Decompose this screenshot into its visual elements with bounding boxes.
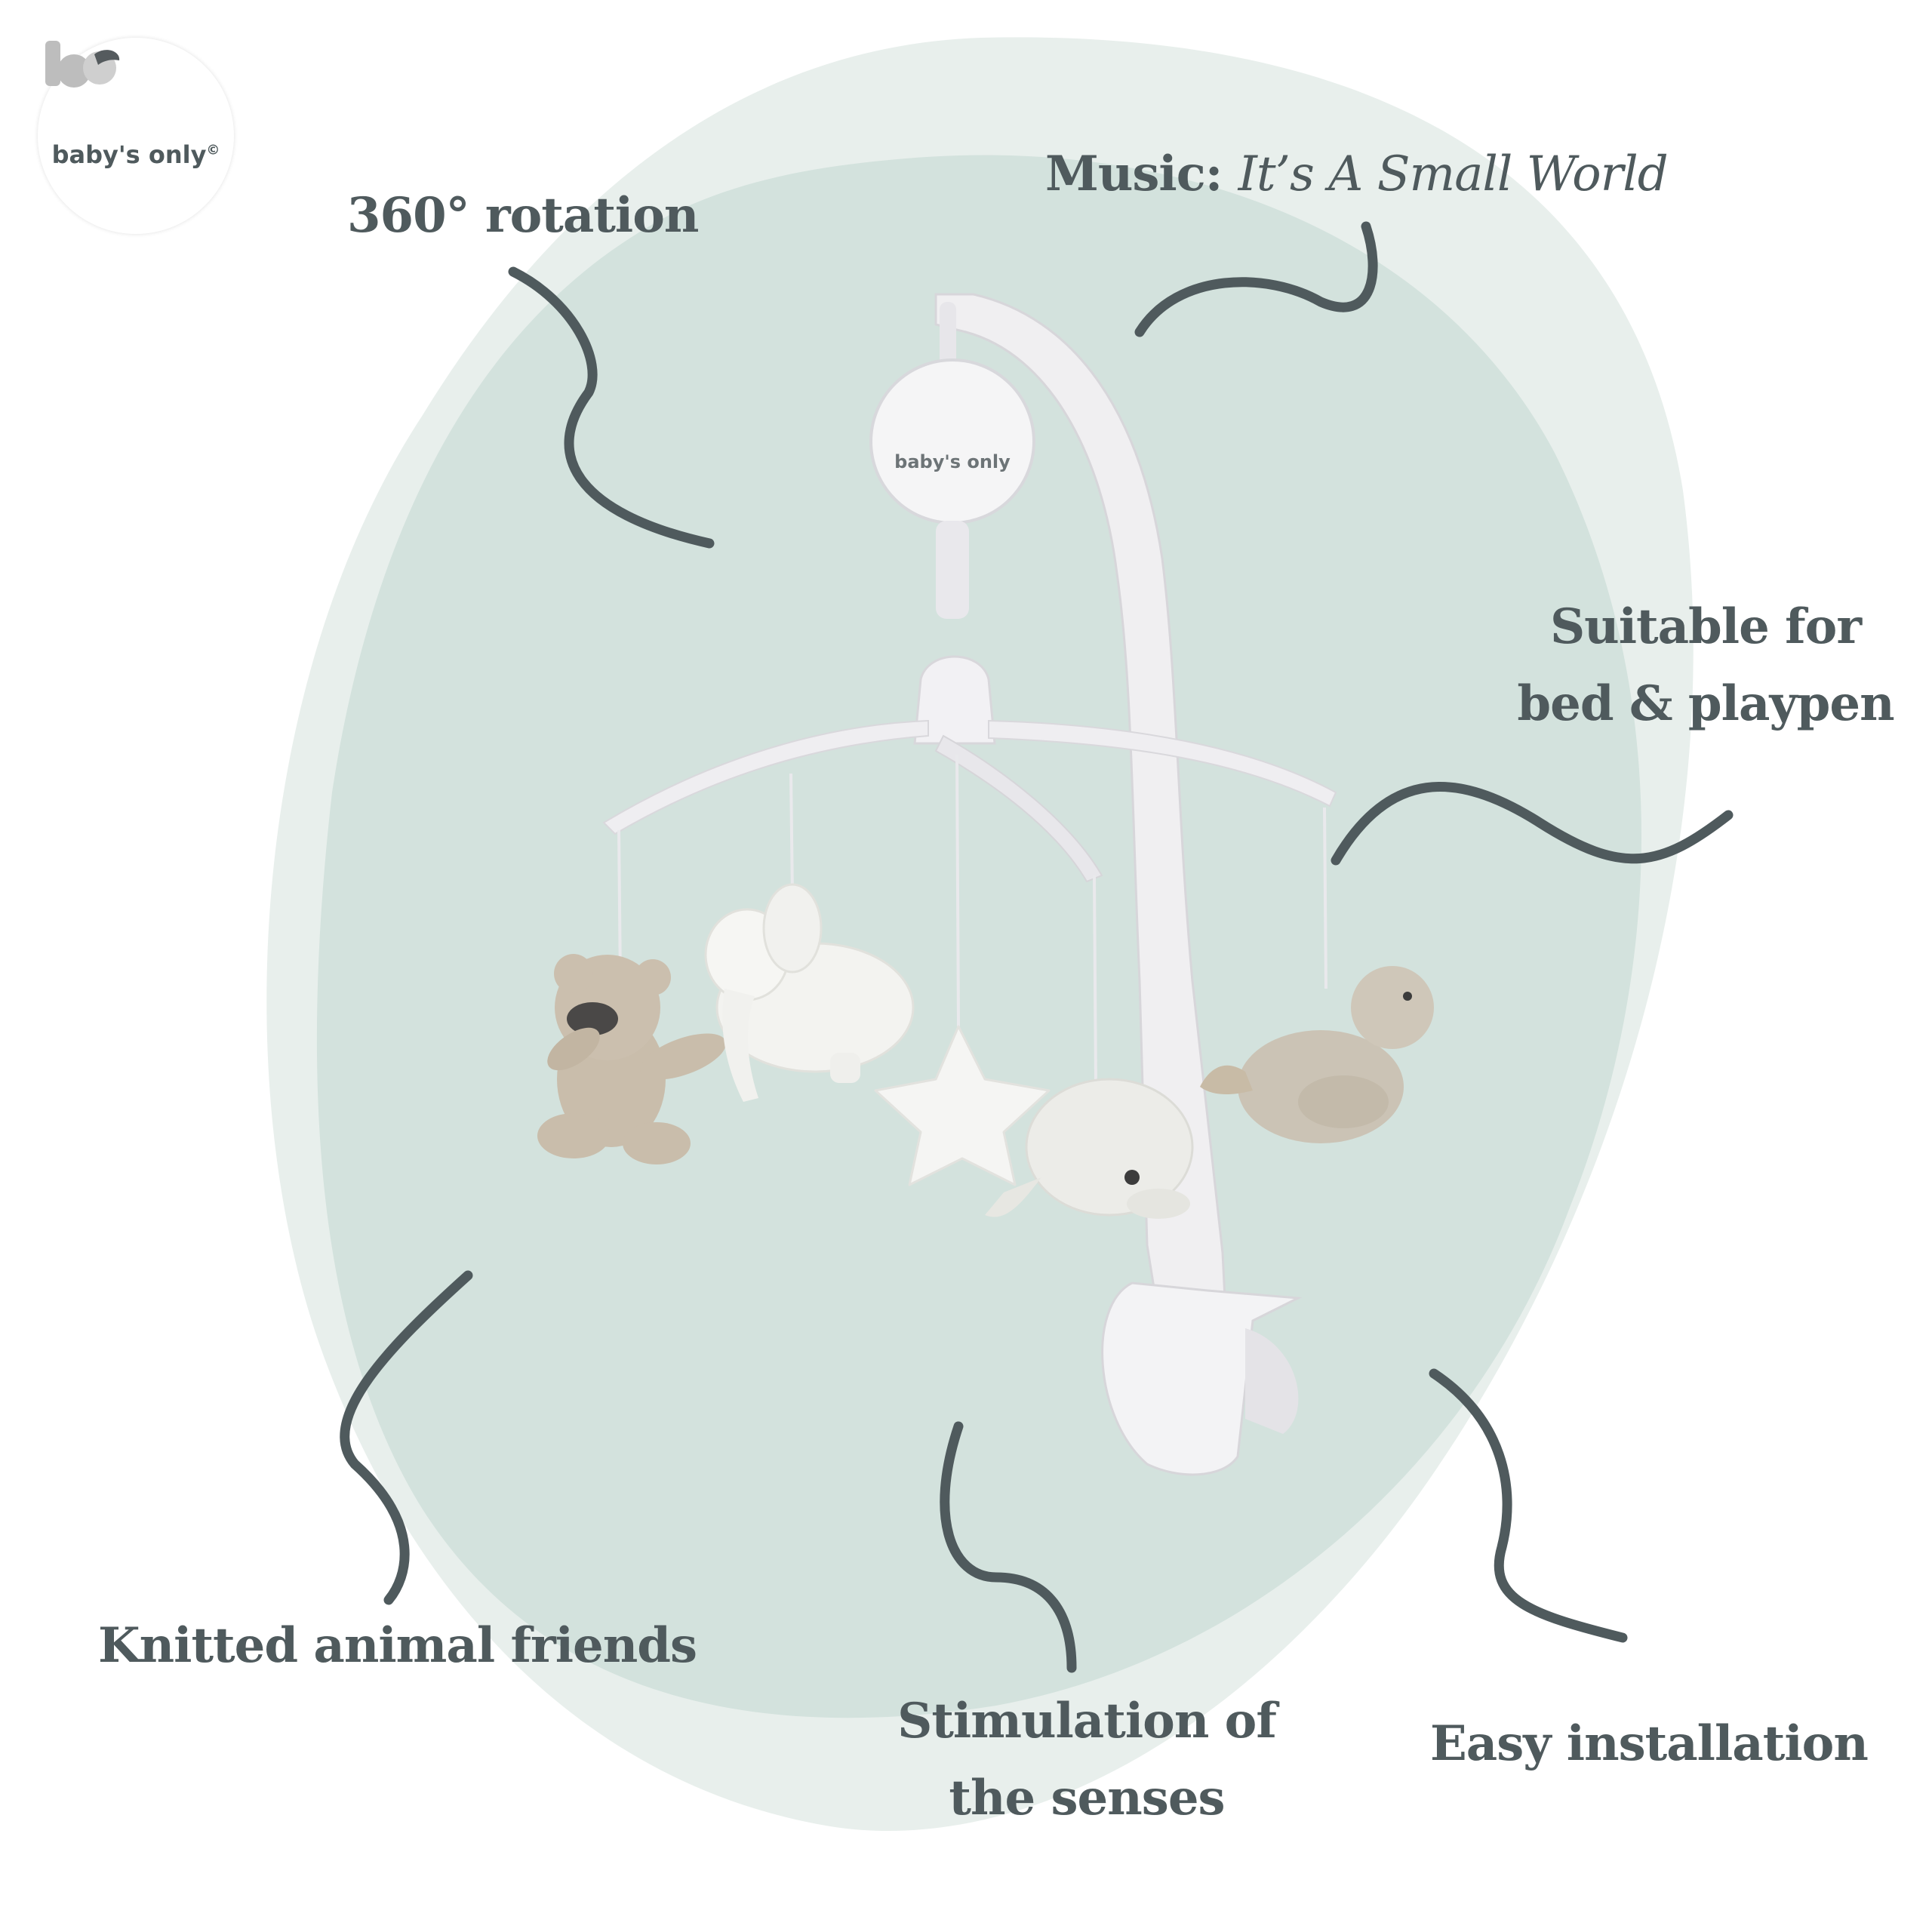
baby-logo-icon	[45, 41, 120, 88]
music-box-hook	[940, 302, 956, 370]
feature-suitable: Suitable for bed & playpen	[1509, 589, 1902, 743]
squiggle-rotation	[508, 266, 715, 549]
feature-rotation: 360° rotation	[347, 187, 699, 244]
feature-stimulation: Stimulation of the senses	[860, 1683, 1313, 1838]
squiggle-music	[1134, 221, 1378, 337]
music-box-brand: baby's only	[894, 451, 1011, 472]
mobile-strings	[617, 754, 1327, 1088]
star-icon	[874, 1025, 1051, 1186]
squiggle-suitable	[1331, 782, 1734, 866]
bird-icon	[1200, 966, 1434, 1143]
stimulation-line-1: Stimulation of	[897, 1693, 1277, 1749]
hanger-arm-right	[988, 719, 1337, 808]
squiggle-knitted	[340, 1270, 473, 1605]
feature-knitted: Knitted animal friends	[98, 1617, 697, 1674]
mobile-hub	[913, 655, 996, 745]
music-box-bottom	[936, 521, 969, 619]
music-prefix: Music:	[1045, 146, 1223, 202]
clamp-wing	[1245, 1328, 1299, 1434]
whale-icon	[985, 1078, 1194, 1219]
suitable-line-1: Suitable for	[1549, 598, 1862, 655]
squiggle-installation	[1429, 1368, 1628, 1643]
feature-music: Music: It’s A Small World	[1045, 136, 1669, 213]
music-title: It’s A Small World	[1238, 146, 1669, 202]
hanger-arm-left	[602, 719, 929, 835]
elephant-icon	[704, 883, 915, 1102]
hanger-arm-front	[934, 734, 1103, 883]
squiggles	[340, 221, 1734, 1673]
teddy-bear-icon	[537, 954, 726, 1164]
stimulation-line-2: the senses	[949, 1770, 1225, 1827]
brand-name: baby's only	[51, 140, 207, 169]
suitable-line-2: bed & playpen	[1517, 675, 1894, 733]
music-box	[869, 358, 1035, 525]
crib-mobile	[537, 293, 1434, 1476]
brand-copyright: ©	[206, 142, 220, 158]
inner-blob	[316, 155, 1641, 1718]
squiggle-stimulation	[940, 1421, 1077, 1673]
brand-logo[interactable]: baby's only©	[38, 38, 234, 234]
feature-installation: Easy installation	[1430, 1715, 1869, 1772]
